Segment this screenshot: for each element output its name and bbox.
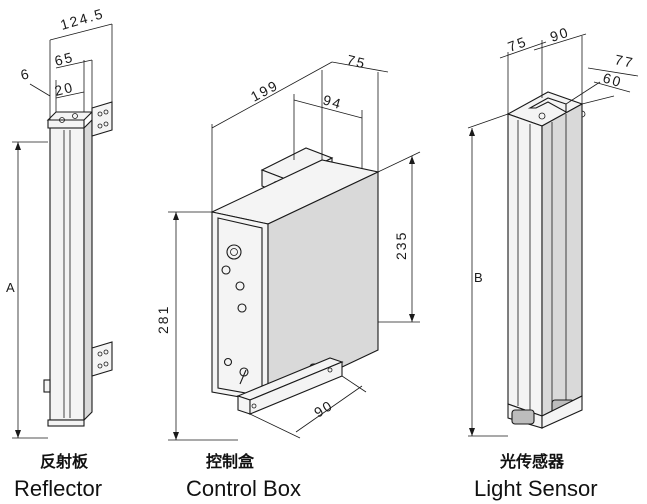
reflector-height-label: A (6, 280, 15, 295)
light-sensor-dim-60: 60 (601, 70, 624, 91)
light-sensor-dim-90: 90 (548, 24, 572, 45)
control-box-label-en: Control Box (186, 476, 301, 501)
control-box-drawing: 199 75 94 281 235 90 (155, 51, 421, 441)
control-box-label-cn: 控制盒 (206, 452, 255, 471)
light-sensor-label-en: Light Sensor (474, 476, 598, 501)
control-box-dim-281: 281 (155, 305, 171, 334)
reflector-dim-65: 65 (53, 49, 76, 69)
control-box-dim-94: 94 (321, 92, 344, 113)
light-sensor-label-cn: 光传感器 (500, 452, 565, 471)
control-box-dim-199: 199 (248, 77, 281, 105)
reflector-dim-6: 6 (19, 65, 32, 83)
light-sensor-height-label: B (474, 270, 483, 285)
control-box-dim-75: 75 (345, 51, 368, 71)
light-sensor-dim-75: 75 (506, 33, 530, 55)
control-box-dim-90: 90 (311, 397, 336, 421)
reflector-label-cn: 反射板 (40, 452, 89, 471)
reflector-dim-20: 20 (53, 79, 76, 99)
reflector-dim-124-5: 124.5 (58, 5, 106, 33)
control-box-dim-235: 235 (393, 231, 409, 260)
reflector-label-en: Reflector (14, 476, 103, 501)
reflector-drawing: 124.5 65 6 20 A (6, 5, 113, 439)
light-sensor-drawing: 75 90 77 60 B (467, 24, 639, 437)
light-sensor-dim-77: 77 (613, 51, 635, 71)
